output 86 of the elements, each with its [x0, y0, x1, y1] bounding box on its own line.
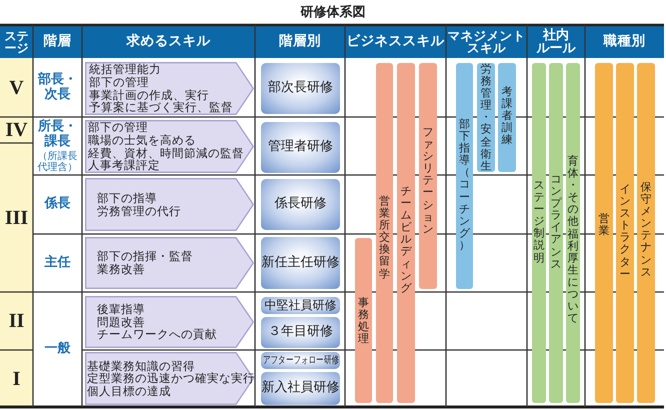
course-name: 新入社員研修	[262, 381, 340, 396]
course-bar	[419, 63, 437, 289]
course-bar	[549, 63, 563, 403]
column-heading: マネジメントスキル	[448, 30, 526, 54]
course-box	[261, 179, 340, 230]
course-box	[261, 372, 340, 405]
skill-item: 部下の指導	[97, 192, 157, 204]
skill-panel	[85, 120, 254, 173]
course-label: 事務処理	[358, 296, 369, 346]
course-label: 部下指導（コーチング）	[459, 118, 470, 252]
skill-panel	[85, 178, 254, 231]
course-bar	[397, 63, 415, 403]
skill-item: 人事考課評定	[88, 159, 160, 172]
course-name: アフターフォロー研修	[262, 355, 338, 366]
skill-panel	[85, 296, 254, 348]
course-bar	[355, 238, 372, 403]
skill-item: 職場の士気を高める	[88, 134, 196, 146]
level-note: （所課長代理含）	[36, 150, 78, 172]
level-name: 部長・次長	[38, 72, 78, 102]
course-bar	[616, 63, 634, 403]
skill-item: 後輩指導	[97, 303, 145, 316]
course-name: 係長研修	[274, 197, 326, 212]
course-bar	[566, 63, 580, 403]
skill-item: 定型業務の迅速かつ確実な実行	[87, 372, 255, 385]
course-box	[261, 63, 340, 114]
course-label: 労務管理・安全衛生	[480, 64, 492, 172]
diagram-title: 研修体系図	[300, 5, 366, 20]
course-label: 営業	[598, 212, 610, 238]
level-name: 所長・課長	[38, 120, 78, 150]
column-heading: 社内ルール	[536, 29, 577, 55]
skill-panel	[85, 62, 254, 115]
stage-numeral: IV	[5, 120, 28, 140]
course-name: 部次長研修	[268, 81, 333, 96]
course-label: 育体・その他福利厚生について	[568, 155, 578, 325]
skill-item: チームワークへの貢献	[97, 328, 217, 341]
skill-item: 個人目標の達成	[87, 384, 171, 398]
skill-panel	[85, 352, 254, 405]
column-heading: 求めるスキル	[126, 35, 210, 49]
level-name: 主任	[44, 256, 70, 270]
stage-numeral: II	[8, 311, 24, 331]
level-name: 一般	[44, 342, 70, 357]
column-heading: 職種別	[604, 35, 646, 49]
skill-item: 経費、資材、時間節減の監督	[88, 146, 244, 160]
course-label: 考課者訓練	[502, 86, 512, 146]
skill-panel	[85, 237, 254, 289]
course-label: ファシリテーション	[422, 126, 434, 236]
skill-item: 部下の管理	[88, 121, 148, 134]
skill-item: 業務改善	[97, 263, 145, 276]
stage-numeral: I	[12, 368, 20, 388]
course-bar	[456, 63, 473, 289]
level-name: 係長	[44, 197, 70, 212]
course-bar	[376, 63, 393, 403]
course-name: 中堅社員研修	[264, 298, 336, 312]
skill-item: 労務管理の代行	[97, 204, 181, 218]
column-heading: ステージ	[4, 30, 30, 54]
column-heading: 階層別	[279, 35, 321, 49]
course-name: 管理者研修	[268, 140, 333, 155]
course-name: 新任主任研修	[262, 256, 340, 270]
course-label: 保守メンテナンス	[640, 182, 652, 278]
skill-item: 基礎業務知識の習得	[87, 360, 195, 372]
course-label: チームビルディング	[400, 186, 412, 294]
skill-item: 部下の管理	[89, 76, 149, 88]
course-bar	[637, 63, 655, 403]
course-bar	[498, 63, 516, 172]
course-label: コンプライアンス	[550, 174, 562, 270]
course-label: 営業所交換留学	[379, 196, 390, 280]
course-bar	[532, 63, 546, 403]
course-box	[261, 352, 340, 369]
skill-item: 予算案に基づく実行、監督	[89, 101, 233, 114]
course-box	[261, 122, 340, 173]
column-heading: ビジネススキル	[346, 35, 444, 49]
skill-item: 統括管理能力	[89, 63, 161, 76]
course-label: インストラクター	[620, 184, 630, 280]
skill-item: 問題改善	[97, 316, 145, 328]
course-box	[261, 297, 340, 314]
course-bar	[595, 63, 613, 403]
course-name: ３年目研修	[268, 325, 333, 340]
course-label: ステージ制説明	[534, 180, 544, 264]
course-bar	[477, 63, 495, 172]
stage-numeral: V	[9, 78, 24, 98]
column-heading: 階層	[44, 35, 72, 49]
skill-item: 部下の指揮・監督	[97, 250, 193, 263]
course-box	[261, 237, 340, 289]
stage-numeral: III	[4, 208, 28, 228]
course-box	[261, 317, 340, 348]
skill-item: 事業計画の作成、実行	[89, 88, 209, 102]
